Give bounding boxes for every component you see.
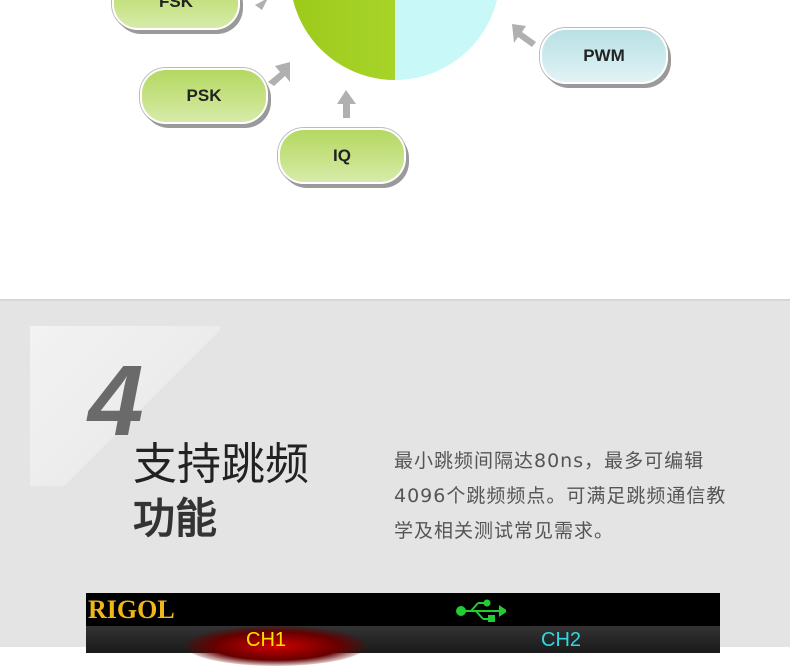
channel-ch1: CH1 xyxy=(246,629,287,651)
feature-title-line2: 功能 xyxy=(133,494,218,543)
feature-description: 最小跳频间隔达80ns，最多可编辑4096个跳频频点。可满足跳频通信教学及相关测… xyxy=(394,450,727,542)
brand-logo: RIGOL xyxy=(88,595,175,624)
center-pie xyxy=(290,0,500,80)
node-label: PWM xyxy=(583,46,625,65)
modulation-diagram: FSK PSK IQ PWM xyxy=(0,0,790,299)
node-label: PSK xyxy=(186,86,222,105)
channel-bar: CH1 CH2 xyxy=(86,626,720,666)
feature-number: 4 xyxy=(88,345,144,457)
feature-title-line1: 支持跳频 xyxy=(133,439,309,490)
pie-left-half xyxy=(290,0,395,80)
node-label: FSK xyxy=(159,0,193,11)
node-psk: PSK xyxy=(140,68,268,124)
arrows-icon xyxy=(255,0,536,118)
device-screen: RIGOL CH1 CH2 xyxy=(86,593,720,666)
node-iq: IQ xyxy=(278,128,406,184)
folded-corner-decoration xyxy=(30,326,220,486)
node-label: IQ xyxy=(333,146,351,165)
node-pwm: PWM xyxy=(540,28,668,84)
channel-ch2: CH2 xyxy=(541,629,582,651)
feature-section: 4 支持跳频 功能 最小跳频间隔达80ns，最多可编辑4096个跳频频点。可满足… xyxy=(0,299,790,666)
pie-right-half xyxy=(395,0,500,80)
usb-icon xyxy=(456,599,508,629)
